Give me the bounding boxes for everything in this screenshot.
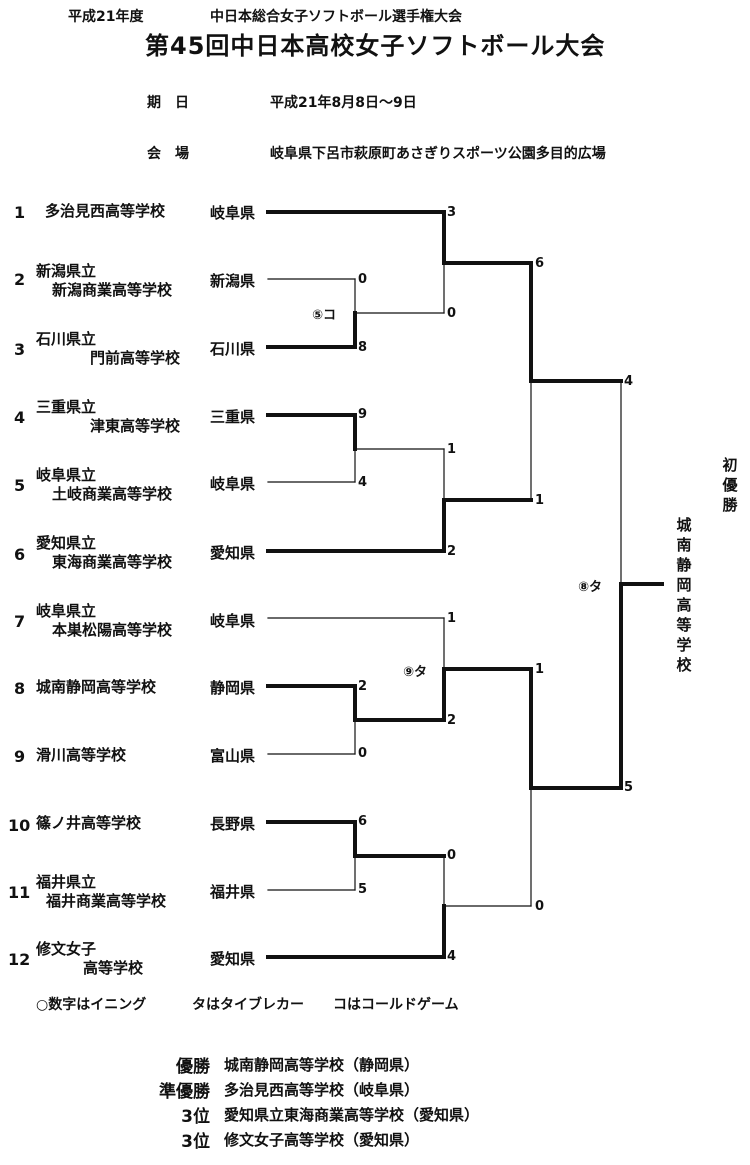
team-prefecture: 富山県: [210, 747, 256, 765]
team-school: 門前高等学校: [90, 349, 181, 367]
score: 6: [358, 814, 368, 829]
game-note: ⑤コ: [312, 308, 337, 323]
legend-called: コはコールドゲーム: [333, 997, 459, 1013]
score: 1: [447, 611, 457, 626]
team-school: 篠ノ井高等学校: [36, 814, 142, 832]
date-label: 期 日: [147, 95, 189, 111]
first-title-label: 初優勝: [722, 456, 738, 514]
championship-name: 中日本総合女子ソフトボール選手権大会: [210, 9, 462, 25]
score: 4: [624, 374, 634, 389]
team-school-prefix: 石川県立: [36, 330, 97, 348]
team-prefecture: 三重県: [210, 408, 256, 426]
venue-value: 岐阜県下呂市萩原町あさぎりスポーツ公園多目的広場: [270, 146, 606, 162]
score: 0: [535, 899, 545, 914]
team-seed: 10: [8, 816, 31, 835]
team-seed: 4: [14, 408, 26, 427]
team-prefecture: 新潟県: [210, 272, 256, 290]
team-school: 多治見西高等学校: [45, 202, 166, 220]
score: 9: [358, 407, 368, 422]
team-seed: 3: [14, 340, 26, 359]
result-value: 修文女子高等学校（愛知県）: [224, 1131, 420, 1149]
game-note: ⑨タ: [403, 665, 428, 680]
team-school: 土岐商業高等学校: [52, 485, 173, 503]
score: 1: [535, 662, 545, 677]
team-seed: 1: [14, 203, 26, 222]
team-seed: 2: [14, 270, 26, 289]
score: 1: [535, 493, 545, 508]
team-prefecture: 石川県: [210, 340, 256, 358]
score: 5: [358, 882, 368, 897]
team-school-prefix: 福井県立: [36, 873, 97, 891]
team-school-prefix: 岐阜県立: [36, 602, 97, 620]
score: 6: [535, 256, 545, 271]
team-school-prefix: 修文女子: [36, 940, 97, 958]
page-title: 第45回中日本高校女子ソフトボール大会: [145, 32, 606, 60]
team-seed: 8: [14, 679, 26, 698]
team-school-prefix: 岐阜県立: [36, 466, 97, 484]
team-seed: 6: [14, 545, 26, 564]
result-value: 多治見西高等学校（岐阜県）: [224, 1081, 420, 1099]
result-value: 城南静岡高等学校（静岡県）: [224, 1056, 420, 1074]
score: 2: [447, 713, 457, 728]
team-school-prefix: 新潟県立: [36, 262, 97, 280]
score: 4: [447, 949, 457, 964]
score: 5: [624, 780, 634, 795]
team-seed: 12: [8, 950, 31, 969]
score: 4: [358, 475, 368, 490]
score: 3: [447, 205, 457, 220]
team-school: 東海商業高等学校: [52, 553, 173, 571]
score: 0: [358, 746, 368, 761]
score: 0: [447, 848, 457, 863]
team-prefecture: 福井県: [210, 883, 256, 901]
team-prefecture: 静岡県: [210, 679, 256, 697]
team-seed: 5: [14, 476, 26, 495]
score: 2: [358, 679, 368, 694]
team-seed: 9: [14, 747, 26, 766]
team-prefecture: 愛知県: [210, 950, 256, 968]
result-label: 優勝: [176, 1057, 210, 1077]
team-school: 津東高等学校: [90, 417, 181, 435]
team-prefecture: 愛知県: [210, 544, 256, 562]
score: 8: [358, 340, 368, 355]
date-value: 平成21年8月8日～9日: [270, 95, 417, 111]
year-label: 平成21年度: [68, 9, 144, 25]
team-prefecture: 岐阜県: [210, 475, 256, 493]
team-school: 高等学校: [83, 959, 144, 977]
team-prefecture: 岐阜県: [210, 612, 256, 630]
score: 1: [447, 442, 457, 457]
team-school-prefix: 三重県立: [36, 398, 97, 416]
result-label: 3位: [181, 1107, 210, 1127]
result-label: 3位: [181, 1132, 210, 1152]
legend-innings: ○数字はイニング: [36, 997, 147, 1013]
team-school: 福井商業高等学校: [46, 892, 167, 910]
game-note: ⑧タ: [578, 580, 603, 595]
result-value: 愛知県立東海商業高等学校（愛知県）: [224, 1106, 480, 1124]
team-seed: 7: [14, 612, 26, 631]
champion-school: 城南静岡高等学校: [676, 516, 692, 674]
result-label: 準優勝: [159, 1082, 210, 1102]
score: 0: [358, 272, 368, 287]
team-prefecture: 長野県: [210, 815, 256, 833]
score: 0: [447, 306, 457, 321]
team-school: 新潟商業高等学校: [52, 281, 173, 299]
team-school: 城南静岡高等学校: [36, 678, 157, 696]
legend-tiebreak: タはタイブレカー: [192, 997, 304, 1013]
score: 2: [447, 544, 457, 559]
team-seed: 11: [8, 883, 31, 902]
team-prefecture: 岐阜県: [210, 204, 256, 222]
team-school-prefix: 愛知県立: [36, 534, 97, 552]
venue-label: 会 場: [147, 146, 189, 162]
team-school: 本巣松陽高等学校: [52, 621, 173, 639]
team-school: 滑川高等学校: [36, 746, 127, 764]
